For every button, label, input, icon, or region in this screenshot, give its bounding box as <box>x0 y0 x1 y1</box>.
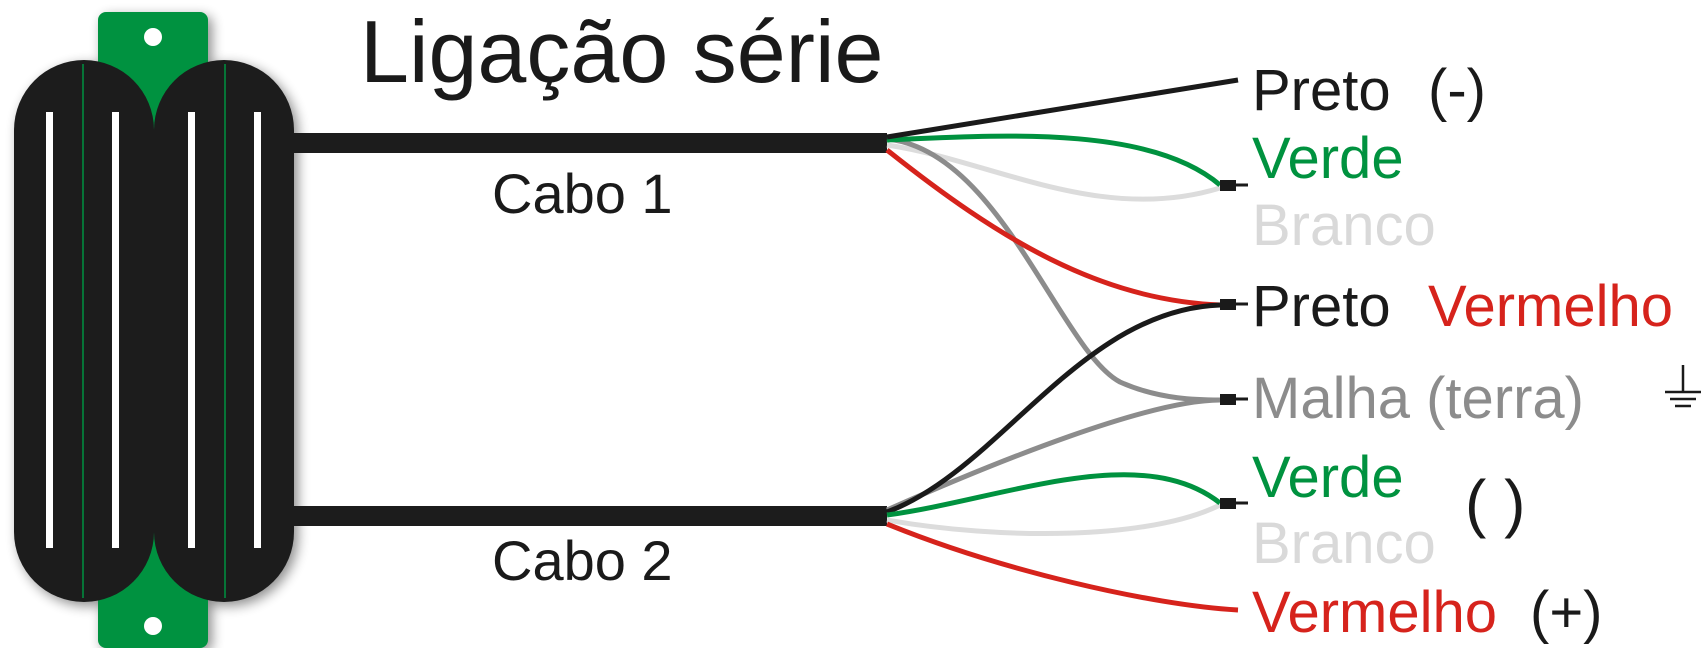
pickup-coil-right <box>154 60 294 602</box>
wire-label-black-1: Preto <box>1252 58 1391 123</box>
terminal <box>1220 394 1236 405</box>
wire-label-black-2: Preto <box>1252 274 1391 339</box>
wire-suffix-positive: (+) <box>1530 580 1603 645</box>
wire-suffix-negative: (-) <box>1428 58 1486 123</box>
wire-label-red-1: Vermelho <box>1428 274 1673 339</box>
pole-blade <box>46 112 53 548</box>
wire-cable1-black <box>886 77 1239 140</box>
humbucker-pickup-icon <box>14 12 294 648</box>
wire-label-green-1: Verde <box>1252 126 1404 191</box>
wire-cable1-shield <box>886 136 1221 403</box>
wire-label-shield: Malha (terra) <box>1252 366 1584 431</box>
wire-cable1-red <box>885 148 1221 308</box>
wire-cable2-green <box>886 472 1222 518</box>
terminal <box>1220 180 1236 191</box>
wire-label-red-2: Vermelho <box>1252 580 1497 645</box>
wire-cable2-white <box>886 502 1222 537</box>
terminal <box>1220 299 1236 310</box>
wire-label-white-2: Branco <box>1252 511 1436 576</box>
pole-blade <box>112 112 119 548</box>
mounting-screw-bottom <box>144 617 162 635</box>
diagram-title: Ligação série <box>360 2 883 101</box>
wire-suffix-empty: ( ) <box>1465 467 1525 539</box>
wire-label-white-1: Branco <box>1252 193 1436 258</box>
wire-cable2-black <box>886 302 1221 515</box>
pickup-coil-left <box>14 60 154 602</box>
cable-1-label: Cabo 1 <box>492 162 673 225</box>
wire-cable1-green <box>886 133 1222 187</box>
pole-blade <box>188 112 195 548</box>
wire-label-green-2: Verde <box>1252 445 1404 510</box>
terminal <box>1220 498 1236 509</box>
ground-symbol-icon <box>1665 365 1701 408</box>
wire-cable2-shield <box>885 397 1221 513</box>
mounting-screw-top <box>144 28 162 46</box>
pole-blade <box>254 112 261 548</box>
cable-2-label: Cabo 2 <box>492 529 673 592</box>
cable-1 <box>290 133 887 153</box>
wire-cable2-red <box>886 521 1239 613</box>
cable-2 <box>290 506 887 526</box>
